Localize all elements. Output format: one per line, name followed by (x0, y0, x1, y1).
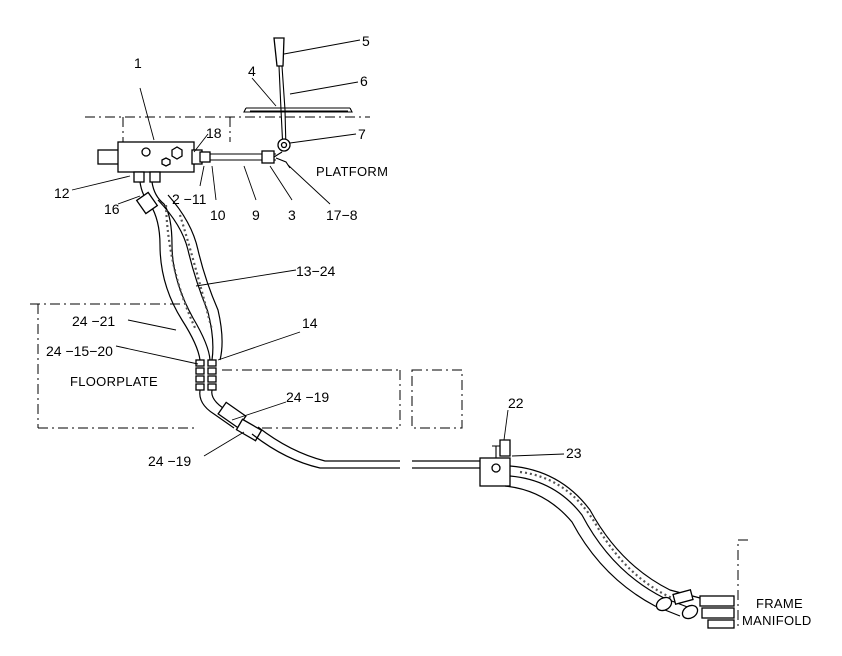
floorplate-boundary (30, 303, 463, 429)
callout-4: 4 (248, 63, 256, 79)
callout-1: 1 (134, 55, 142, 71)
callout-14: 14 (302, 315, 318, 331)
floorplate-fittings (195, 359, 217, 391)
frame-manifold-label-line1: FRAME (756, 596, 803, 611)
callout-16: 16 (104, 201, 120, 217)
callout-23: 23 (566, 445, 582, 461)
leader-lines (71, 39, 565, 457)
callout-10: 10 (210, 207, 226, 223)
callout-12: 12 (54, 185, 70, 201)
callout-18: 18 (206, 125, 222, 141)
linkage-rod (199, 150, 291, 169)
callout-22: 22 (508, 395, 524, 411)
callout-24-19-lower: 24 −19 (148, 453, 191, 469)
callout-17-8: 17−8 (326, 207, 358, 223)
callout-9: 9 (252, 207, 260, 223)
control-lever-assembly (243, 37, 353, 152)
callout-6: 6 (360, 73, 368, 89)
callout-7: 7 (358, 126, 366, 142)
floorplate-label: FLOORPLATE (70, 374, 158, 389)
callout-24-15-20: 24 −15−20 (46, 343, 113, 359)
lower-hoses (199, 389, 735, 629)
control-valve (97, 141, 203, 183)
platform-boundary (85, 116, 370, 142)
frame-manifold-boundary (737, 539, 748, 628)
callout-3: 3 (288, 207, 296, 223)
region-labels: PLATFORM FLOORPLATE FRAME MANIFOLD (70, 164, 812, 628)
callout-13-24: 13−24 (296, 263, 336, 279)
callout-24-19-upper: 24 −19 (286, 389, 329, 405)
callout-24-21: 24 −21 (72, 313, 115, 329)
callout-5: 5 (362, 33, 370, 49)
upper-hoses (135, 181, 223, 361)
callout-2-11: 2 −11 (172, 191, 207, 207)
platform-label: PLATFORM (316, 164, 388, 179)
frame-manifold-label-line2: MANIFOLD (742, 613, 812, 628)
callout-labels: 1 5 4 6 18 7 12 16 2 −11 10 9 3 17−8 13−… (46, 33, 582, 469)
